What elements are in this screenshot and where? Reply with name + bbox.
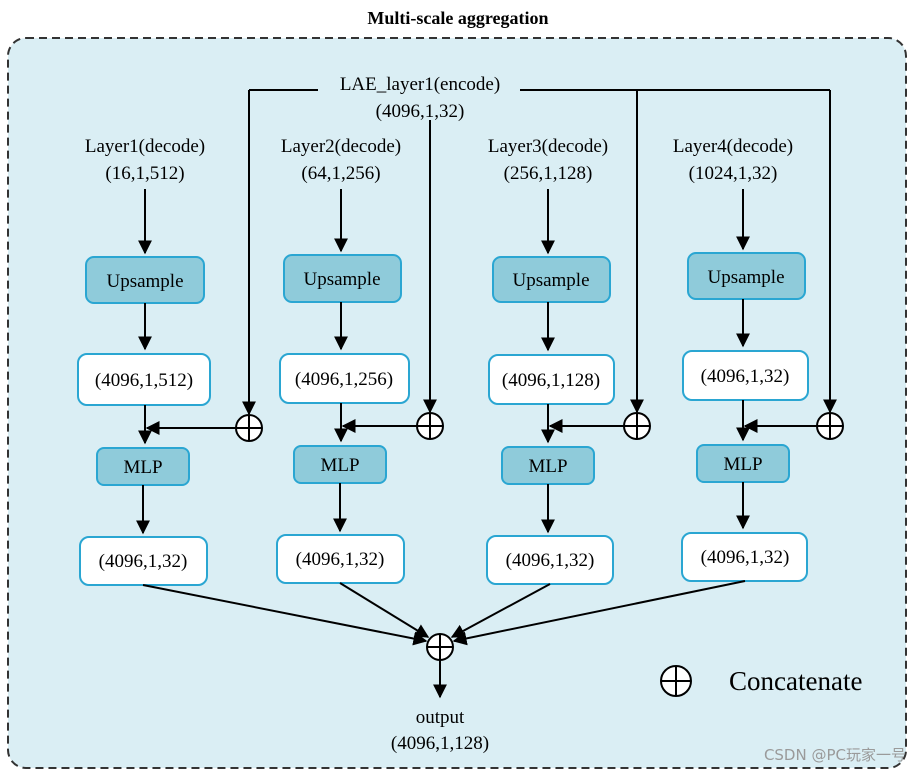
output-shape: (4096,1,32): [506, 550, 595, 571]
column-layer2: Layer2(decode) (64,1,256) Upsample (4096…: [276, 136, 444, 584]
upsampled-shape: (4096,1,512): [95, 370, 193, 391]
concat-icon: [416, 412, 444, 440]
upsampled-shape: (4096,1,32): [701, 366, 790, 387]
encoder-shape: (4096,1,32): [376, 101, 465, 122]
merge-lines: [142, 580, 746, 646]
layer-input-shape: (64,1,256): [301, 163, 380, 184]
column-layer1: Layer1(decode) (16,1,512) Upsample (4096…: [77, 136, 263, 586]
output-shape: (4096,1,128): [391, 733, 489, 754]
mlp-label: MLP: [723, 454, 762, 475]
upsample-label: Upsample: [106, 271, 183, 292]
output-shape: (4096,1,32): [701, 547, 790, 568]
layer-label: Layer2(decode): [281, 136, 401, 157]
layer-input-shape: (256,1,128): [504, 163, 593, 184]
column-layer4: Layer4(decode) (1024,1,32) Upsample (409…: [673, 136, 844, 582]
layer-label: Layer4(decode): [673, 136, 793, 157]
upsample-label: Upsample: [512, 270, 589, 291]
upsample-block: [492, 256, 611, 303]
upsample-block: [687, 252, 806, 300]
output-label: output: [416, 707, 465, 728]
upsampled-shape-box: [488, 354, 615, 405]
upsampled-shape: (4096,1,256): [295, 369, 393, 390]
layer-label: Layer1(decode): [85, 136, 205, 157]
upsample-block: [283, 254, 402, 303]
legend-concat-icon: [660, 665, 692, 697]
upsample-label: Upsample: [707, 267, 784, 288]
upsampled-shape-box: [279, 353, 410, 404]
mlp-label: MLP: [123, 457, 162, 478]
encoder-label: LAE_layer1(encode): [340, 74, 500, 95]
upsampled-shape: (4096,1,128): [502, 370, 600, 391]
output-shape: (4096,1,32): [99, 551, 188, 572]
output-shape: (4096,1,32): [296, 549, 385, 570]
mlp-label: MLP: [528, 456, 567, 477]
final-concat-icon: [426, 633, 454, 661]
concat-icon: [816, 412, 844, 440]
encoder-branches: [242, 89, 837, 416]
layer-label: Layer3(decode): [488, 136, 608, 157]
concat-icon: [623, 412, 651, 440]
diagram-title: Multi-scale aggregation: [367, 8, 548, 28]
upsampled-shape-box: [682, 350, 809, 401]
concat-icon: [235, 414, 263, 442]
legend-label: Concatenate: [729, 666, 862, 696]
mlp-label: MLP: [320, 455, 359, 476]
upsample-label: Upsample: [303, 269, 380, 290]
layer-input-shape: (1024,1,32): [689, 163, 778, 184]
layer-input-shape: (16,1,512): [105, 163, 184, 184]
watermark: CSDN @PC玩家一号: [764, 746, 906, 764]
aggregation-panel: [7, 37, 907, 769]
